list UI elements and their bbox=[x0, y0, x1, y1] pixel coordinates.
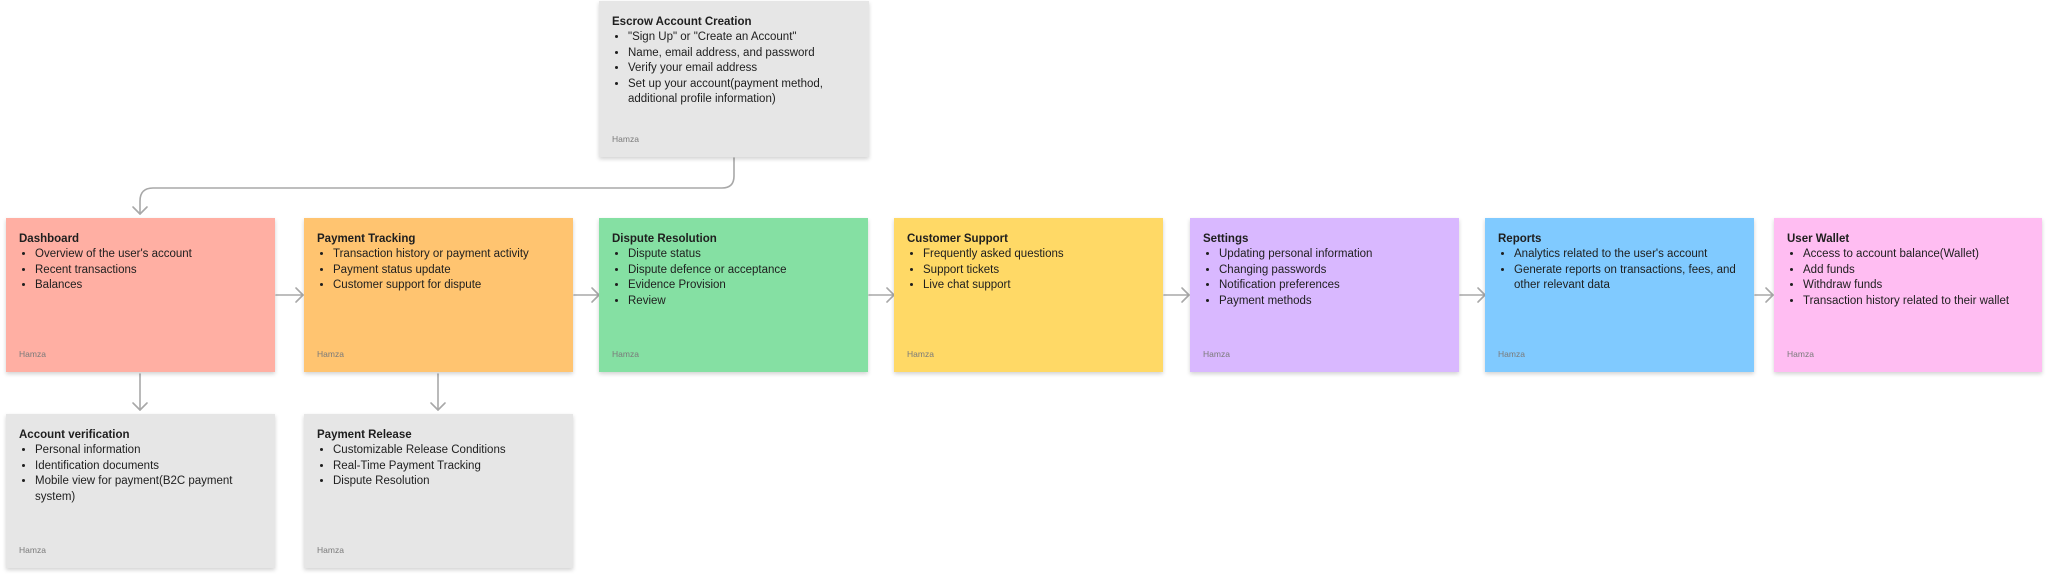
sticky-user-wallet[interactable]: User Wallet Access to account balance(Wa… bbox=[1774, 218, 2042, 372]
arrowhead-payment-tracking-to-dispute-resolution bbox=[591, 287, 600, 303]
sticky-title: User Wallet bbox=[1787, 233, 1850, 245]
list-item: Dispute defence or acceptance bbox=[628, 263, 855, 279]
sticky-customer-support[interactable]: Customer Support Frequently asked questi… bbox=[894, 218, 1163, 372]
list-item: Updating personal information bbox=[1219, 247, 1446, 263]
list-item: Payment status update bbox=[333, 263, 560, 279]
arrowhead-reports-to-user-wallet bbox=[1765, 287, 1774, 303]
sticky-dispute-resolution[interactable]: Dispute Resolution Dispute status Disput… bbox=[599, 218, 868, 372]
list-item: Overview of the user's account bbox=[35, 247, 262, 263]
author-label: Hamza bbox=[1787, 349, 1814, 359]
sticky-reports[interactable]: Reports Analytics related to the user's … bbox=[1485, 218, 1754, 372]
list-item: Payment methods bbox=[1219, 294, 1446, 310]
list-item: Withdraw funds bbox=[1803, 278, 2029, 294]
list-item: Notification preferences bbox=[1219, 278, 1446, 294]
sticky-bullet-list: Frequently asked questions Support ticke… bbox=[907, 247, 1150, 294]
list-item: Frequently asked questions bbox=[923, 247, 1150, 263]
sticky-bullet-list: Updating personal information Changing p… bbox=[1203, 247, 1446, 309]
sticky-title: Payment Tracking bbox=[317, 233, 416, 245]
sticky-bullet-list: "Sign Up" or "Create an Account" Name, e… bbox=[612, 30, 856, 108]
arrowhead-dispute-resolution-to-customer-support bbox=[886, 287, 895, 303]
list-item: Add funds bbox=[1803, 263, 2029, 279]
sticky-bullet-list: Analytics related to the user's account … bbox=[1498, 247, 1741, 294]
list-item: Recent transactions bbox=[35, 263, 262, 279]
sticky-bullet-list: Dispute status Dispute defence or accept… bbox=[612, 247, 855, 309]
sticky-dashboard[interactable]: Dashboard Overview of the user's account… bbox=[6, 218, 275, 372]
author-label: Hamza bbox=[1203, 349, 1230, 359]
connector-escrow-to-dashboard bbox=[139, 157, 735, 215]
sticky-bullet-list: Personal information Identification docu… bbox=[19, 443, 262, 505]
author-label: Hamza bbox=[612, 134, 639, 144]
arrowhead-settings-to-reports bbox=[1477, 287, 1486, 303]
sticky-title: Customer Support bbox=[907, 233, 1008, 245]
sticky-title: Reports bbox=[1498, 233, 1542, 245]
list-item: Real-Time Payment Tracking bbox=[333, 459, 560, 475]
sticky-payment-tracking[interactable]: Payment Tracking Transaction history or … bbox=[304, 218, 573, 372]
sticky-title: Account verification bbox=[19, 429, 130, 441]
list-item: Dispute status bbox=[628, 247, 855, 263]
list-item: Changing passwords bbox=[1219, 263, 1446, 279]
author-label: Hamza bbox=[612, 349, 639, 359]
list-item: Transaction history or payment activity bbox=[333, 247, 560, 263]
sticky-bullet-list: Transaction history or payment activity … bbox=[317, 247, 560, 294]
arrowhead-dashboard-to-payment-tracking bbox=[295, 287, 304, 303]
list-item: Live chat support bbox=[923, 278, 1150, 294]
sticky-escrow-account-creation[interactable]: Escrow Account Creation "Sign Up" or "Cr… bbox=[599, 1, 869, 157]
sticky-title: Dashboard bbox=[19, 233, 80, 245]
list-item: Identification documents bbox=[35, 459, 262, 475]
arrowhead-payment-tracking-to-payment-release bbox=[430, 402, 446, 411]
sticky-bullet-list: Overview of the user's account Recent tr… bbox=[19, 247, 262, 294]
list-item: "Sign Up" or "Create an Account" bbox=[628, 30, 856, 46]
list-item: Verify your email address bbox=[628, 61, 856, 77]
list-item: Mobile view for payment(B2C payment syst… bbox=[35, 474, 262, 505]
list-item: Access to account balance(Wallet) bbox=[1803, 247, 2029, 263]
list-item: Review bbox=[628, 294, 855, 310]
list-item: Dispute Resolution bbox=[333, 474, 560, 490]
sticky-account-verification[interactable]: Account verification Personal informatio… bbox=[6, 414, 275, 568]
list-item: Customer support for dispute bbox=[333, 278, 560, 294]
sticky-title: Escrow Account Creation bbox=[612, 16, 752, 28]
sticky-title: Payment Release bbox=[317, 429, 412, 441]
author-label: Hamza bbox=[317, 349, 344, 359]
list-item: Generate reports on transactions, fees, … bbox=[1514, 263, 1741, 294]
sticky-title: Dispute Resolution bbox=[612, 233, 717, 245]
author-label: Hamza bbox=[317, 545, 344, 555]
list-item: Customizable Release Conditions bbox=[333, 443, 560, 459]
list-item: Support tickets bbox=[923, 263, 1150, 279]
arrowhead-escrow-to-dashboard bbox=[132, 206, 148, 215]
author-label: Hamza bbox=[907, 349, 934, 359]
list-item: Name, email address, and password bbox=[628, 46, 856, 62]
sticky-bullet-list: Access to account balance(Wallet) Add fu… bbox=[1787, 247, 2029, 309]
list-item: Balances bbox=[35, 278, 262, 294]
author-label: Hamza bbox=[1498, 349, 1525, 359]
sticky-bullet-list: Customizable Release Conditions Real-Tim… bbox=[317, 443, 560, 490]
list-item: Set up your account(payment method, addi… bbox=[628, 77, 856, 108]
author-label: Hamza bbox=[19, 545, 46, 555]
sticky-payment-release[interactable]: Payment Release Customizable Release Con… bbox=[304, 414, 573, 568]
list-item: Evidence Provision bbox=[628, 278, 855, 294]
list-item: Personal information bbox=[35, 443, 262, 459]
sticky-title: Settings bbox=[1203, 233, 1249, 245]
sticky-settings[interactable]: Settings Updating personal information C… bbox=[1190, 218, 1459, 372]
author-label: Hamza bbox=[19, 349, 46, 359]
list-item: Analytics related to the user's account bbox=[1514, 247, 1741, 263]
arrowhead-dashboard-to-account-verification bbox=[132, 402, 148, 411]
list-item: Transaction history related to their wal… bbox=[1803, 294, 2029, 310]
arrowhead-customer-support-to-settings bbox=[1181, 287, 1190, 303]
